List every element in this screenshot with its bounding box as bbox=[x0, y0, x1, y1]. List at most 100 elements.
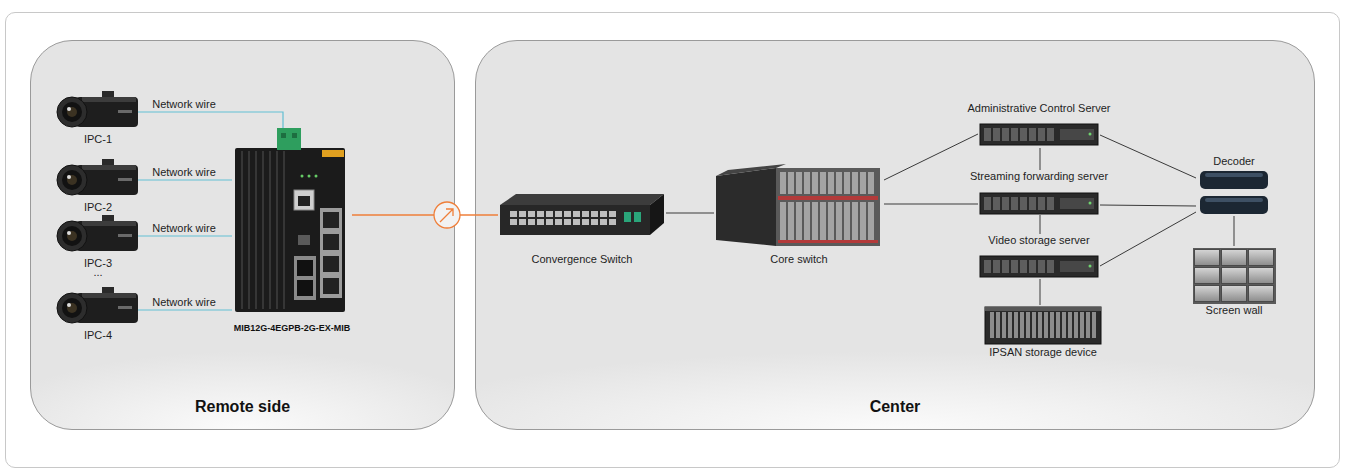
network-link bbox=[138, 235, 232, 236]
device-label: Streaming forwarding server bbox=[918, 170, 1160, 183]
server-icon bbox=[980, 193, 1098, 214]
storage-chassis bbox=[985, 307, 1101, 344]
camera-icon bbox=[57, 159, 138, 195]
status-led bbox=[301, 175, 304, 178]
ipsan-icon bbox=[985, 307, 1101, 344]
server-icon bbox=[980, 256, 1098, 277]
ip-camera: IPC-4 bbox=[58, 292, 138, 342]
camera-icon bbox=[57, 91, 138, 127]
device-label: IPC-1 bbox=[0, 133, 198, 146]
server-icon bbox=[980, 124, 1098, 145]
console-port bbox=[294, 190, 314, 210]
ip-camera: IPC-3 bbox=[58, 220, 138, 270]
model-label: MIB12G-4EGPB-2G-EX-MIB bbox=[172, 323, 412, 334]
decoder-highlight bbox=[1205, 198, 1263, 202]
server-box: Streaming forwarding server bbox=[978, 170, 1100, 215]
network-link bbox=[1040, 279, 1041, 305]
camera-icon bbox=[57, 287, 138, 323]
decoder-box bbox=[1200, 196, 1268, 214]
card-handle bbox=[778, 240, 878, 243]
port-opening bbox=[298, 196, 310, 206]
server-box: Administrative Control Server bbox=[978, 102, 1100, 148]
device-label: IPSAN storage device bbox=[920, 346, 1166, 359]
status-led bbox=[315, 175, 318, 178]
ip-camera: IPC-1 bbox=[58, 96, 138, 146]
brand-tag bbox=[322, 150, 344, 157]
sfp-port bbox=[297, 260, 313, 276]
core-switch: Core switch bbox=[714, 164, 884, 266]
network-link bbox=[1040, 148, 1041, 170]
switch-body bbox=[235, 148, 345, 312]
ellipsis-label: ... bbox=[93, 266, 102, 279]
fiber-ring bbox=[434, 202, 460, 228]
wire-label: Network wire bbox=[152, 296, 216, 309]
device-label: Decoder bbox=[1136, 155, 1332, 168]
storage-device: IPSAN storage device bbox=[980, 305, 1106, 359]
network-link bbox=[1100, 212, 1196, 266]
server-box: Video storage server bbox=[978, 234, 1100, 279]
network-link bbox=[138, 112, 283, 128]
sfp-block bbox=[294, 256, 316, 300]
ip-camera: IPC-2 bbox=[58, 164, 138, 214]
decoder-box bbox=[1200, 171, 1268, 189]
switch-top bbox=[500, 194, 664, 205]
network-link bbox=[1100, 205, 1196, 206]
convergence-switch: Convergence Switch bbox=[498, 190, 666, 266]
card-handle bbox=[778, 196, 878, 200]
sfp-module bbox=[624, 212, 631, 222]
device-label: IPC-4 bbox=[0, 329, 198, 342]
network-link bbox=[138, 179, 232, 180]
status-led bbox=[308, 175, 311, 178]
wire-label: Network wire bbox=[152, 98, 216, 111]
decoder-highlight bbox=[1205, 173, 1263, 177]
terminal-screw bbox=[281, 133, 286, 138]
industrial-switch: MIB12G-4EGPB-2G-EX-MIB bbox=[232, 128, 352, 334]
network-link bbox=[1100, 135, 1196, 178]
reset-button bbox=[298, 235, 310, 245]
power-terminal bbox=[277, 128, 301, 150]
line-cards bbox=[780, 172, 876, 194]
switch-ports bbox=[510, 211, 618, 227]
device-label: Screen wall bbox=[1130, 304, 1338, 317]
network-link bbox=[884, 134, 978, 180]
switch-side bbox=[650, 194, 664, 235]
panel-title: Center bbox=[476, 397, 1314, 417]
wall-screens bbox=[1194, 249, 1275, 303]
device-label: IPC-2 bbox=[0, 201, 198, 214]
line-cards bbox=[780, 202, 876, 240]
storage-top bbox=[985, 307, 1101, 311]
rj45-port bbox=[323, 256, 339, 272]
camera-icon bbox=[57, 215, 138, 251]
decoder-box: Decoder bbox=[1196, 155, 1272, 216]
rj45-port bbox=[323, 212, 339, 228]
zone-panel: Remote sideIPC-1IPC-2IPC-3IPC-4MIB12G-4E… bbox=[30, 40, 455, 430]
sfp-port bbox=[297, 280, 313, 296]
convergence-switch-icon bbox=[500, 194, 664, 235]
decoder-icon bbox=[1200, 171, 1268, 214]
panel-title: Remote side bbox=[31, 397, 454, 417]
chassis-front bbox=[776, 168, 880, 246]
industrial-switch-icon bbox=[235, 128, 345, 312]
network-link bbox=[1234, 216, 1235, 246]
device-label: Convergence Switch bbox=[438, 253, 726, 266]
device-label: IPC-3 bbox=[0, 257, 198, 270]
screen-wall: Screen wall bbox=[1190, 246, 1278, 317]
screen-wall-icon bbox=[1193, 248, 1276, 304]
device-label: Video storage server bbox=[918, 234, 1160, 247]
network-link bbox=[1040, 215, 1041, 234]
cooling-fins bbox=[242, 151, 284, 309]
sfp-module bbox=[634, 212, 641, 222]
chassis-side bbox=[716, 168, 776, 246]
network-link bbox=[884, 204, 978, 205]
network-link bbox=[352, 214, 498, 216]
device-label: Administrative Control Server bbox=[918, 102, 1160, 115]
core-switch-icon bbox=[716, 164, 880, 246]
switch-front bbox=[500, 205, 650, 235]
storage-disks bbox=[990, 312, 1096, 338]
network-link bbox=[666, 213, 714, 214]
wire-label: Network wire bbox=[152, 166, 216, 179]
rj45-block bbox=[320, 208, 342, 298]
wall-frame bbox=[1193, 248, 1276, 304]
